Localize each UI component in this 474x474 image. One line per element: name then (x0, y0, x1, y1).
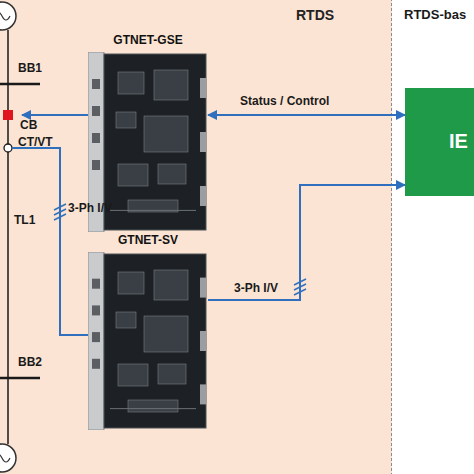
busbar-label: BB2 (18, 356, 42, 370)
port (92, 305, 100, 315)
signal-label: 3-Ph I/V (68, 202, 112, 216)
source-sine (0, 12, 10, 20)
source-sine (0, 454, 10, 462)
chip (144, 316, 188, 352)
edge-connector (200, 132, 206, 152)
port (92, 106, 100, 116)
edge-connector (200, 78, 206, 98)
edge-connector (200, 331, 206, 351)
card-title: GTNET-SV (88, 234, 208, 248)
circuit-board (104, 254, 206, 428)
region-heading: RTDS-bas (404, 8, 466, 23)
chip (158, 364, 186, 384)
chip (158, 164, 186, 184)
busbar (0, 83, 40, 86)
busbar (0, 377, 40, 380)
chip (116, 312, 136, 328)
rtds-region: GTNET-GSE GTNET-SV RTDS (0, 0, 392, 474)
transmission-line (7, 30, 9, 444)
region-title: RTDS (296, 7, 334, 23)
chip (118, 164, 148, 186)
edge-connector (200, 186, 206, 206)
busbar-label: BB1 (18, 62, 42, 76)
chip (118, 364, 148, 386)
chip (154, 270, 188, 300)
trip-wire (22, 114, 88, 116)
ct-vt-symbol (4, 144, 12, 152)
chip (118, 72, 144, 94)
trace (110, 408, 196, 409)
port (92, 160, 100, 170)
port (92, 359, 100, 369)
ct-vt-label: CT/VT (18, 136, 53, 150)
card-picture (88, 252, 208, 430)
breaker-label: CB (20, 119, 37, 133)
gtnet-card: GTNET-SV (88, 234, 208, 430)
connector-label: 3-Ph I/V (234, 282, 278, 296)
line-label: TL1 (14, 214, 35, 228)
ied-box: IE (405, 88, 474, 196)
port (92, 79, 100, 89)
port (92, 133, 100, 143)
circuit-board (104, 54, 206, 230)
card-title: GTNET-GSE (88, 34, 208, 48)
chip (116, 112, 136, 128)
edge-connector (200, 278, 206, 298)
box-label: IE (449, 130, 468, 153)
chip (118, 272, 144, 294)
faceplate (88, 252, 104, 430)
port (92, 279, 100, 289)
chip (128, 400, 178, 412)
port (92, 332, 100, 342)
chip (144, 116, 188, 152)
trace (110, 210, 196, 211)
chip (154, 70, 188, 100)
edge-connector (200, 384, 206, 404)
connector-label: Status / Control (240, 95, 329, 109)
circuit-breaker (3, 110, 13, 120)
